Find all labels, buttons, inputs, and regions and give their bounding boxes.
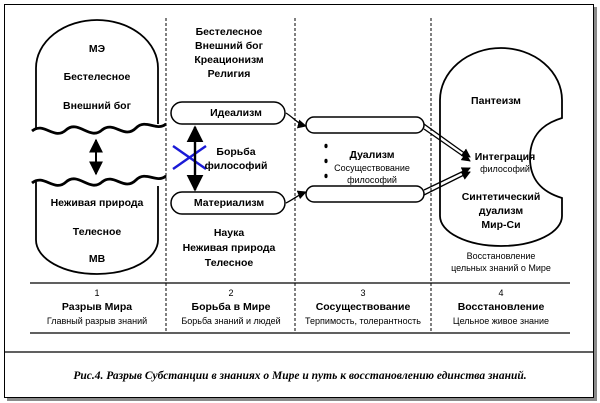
col2-label-incorporeal: Бестелесное [195, 26, 263, 38]
integration-arrows [423, 123, 471, 196]
world-capsule-top [35, 19, 159, 130]
footer-title-3: Сосуществование [315, 301, 411, 313]
col1-label-external-god: Внешний бог [63, 100, 131, 112]
coexistence-upper-box [305, 116, 425, 134]
footer-num-3: 3 [360, 288, 366, 298]
col1-label-me: МЭ [88, 43, 106, 55]
coexistence-label-2: философий [347, 175, 397, 185]
idealism-box [170, 101, 286, 125]
restoration-capsule [439, 47, 563, 247]
col1-label-mv: МВ [88, 253, 106, 265]
integration-sub-label: философий [480, 164, 530, 174]
column-dividers [165, 18, 432, 333]
col2-label-creationism: Креационизм [194, 54, 264, 66]
world-capsule-bottom [35, 182, 159, 275]
idealism-label: Идеализм [210, 107, 262, 119]
coexistence-dots [324, 143, 328, 179]
idealism-to-dualism-arrow [285, 112, 307, 129]
dualism-label-2: дуализм [478, 205, 524, 217]
footer-title-1: Разрыв Мира [61, 301, 133, 313]
integration-label: Интеграция [474, 151, 536, 163]
footer-subtitle-4: Цельное живое знание [452, 316, 550, 326]
dualism-label: Дуализм [349, 149, 395, 161]
materialism-label: Материализм [193, 197, 265, 209]
restoration-label-2: цельных знаний о Мире [451, 263, 551, 273]
mir-si-label: Мир-Си [481, 219, 521, 231]
col1-label-inanimate-nature: Неживая природа [50, 197, 144, 209]
footer-subtitle-3: Терпимость, толерантность [305, 316, 421, 326]
footer-num-2: 2 [228, 288, 234, 298]
materialism-to-dualism-arrow [285, 190, 307, 204]
footer-subtitle-1: Главный разрыв знаний [46, 316, 148, 326]
col2-label-religion: Религия [207, 68, 251, 80]
col1-label-corporeal: Телесное [72, 226, 122, 238]
footer-num-1: 1 [94, 288, 100, 298]
col2-label-science: Наука [213, 227, 245, 239]
footer-title-2: Борьба в Мире [191, 301, 271, 313]
footer-num-4: 4 [498, 288, 504, 298]
coexistence-label-1: Сосуществование [334, 163, 410, 173]
footer-subtitle-2: Борьба знаний и людей [181, 316, 281, 326]
restoration-label-1: Восстановление [466, 251, 536, 261]
pantheism-label: Пантеизм [471, 95, 521, 107]
col2-label-corporeal: Телесное [204, 257, 254, 269]
struggle-cross-icon [172, 145, 207, 170]
struggle-label-2: философий [204, 160, 268, 172]
coexistence-lower-box [305, 185, 425, 203]
struggle-label-1: Борьба [216, 146, 256, 158]
rupture-line-lower [31, 174, 167, 187]
figure-caption: Рис.4. Разрыв Субстанции в знаниях о Мир… [73, 370, 527, 382]
rupture-line-upper [31, 122, 167, 135]
col2-label-external-god: Внешний бог [195, 40, 263, 52]
materialism-box [170, 191, 286, 215]
col1-label-incorporeal: Бестелесное [63, 71, 131, 83]
col2-label-inanimate-nature: Неживая природа [182, 242, 276, 254]
synthetic-label: Синтетический [461, 191, 541, 203]
footer-title-4: Восстановление [457, 301, 545, 313]
